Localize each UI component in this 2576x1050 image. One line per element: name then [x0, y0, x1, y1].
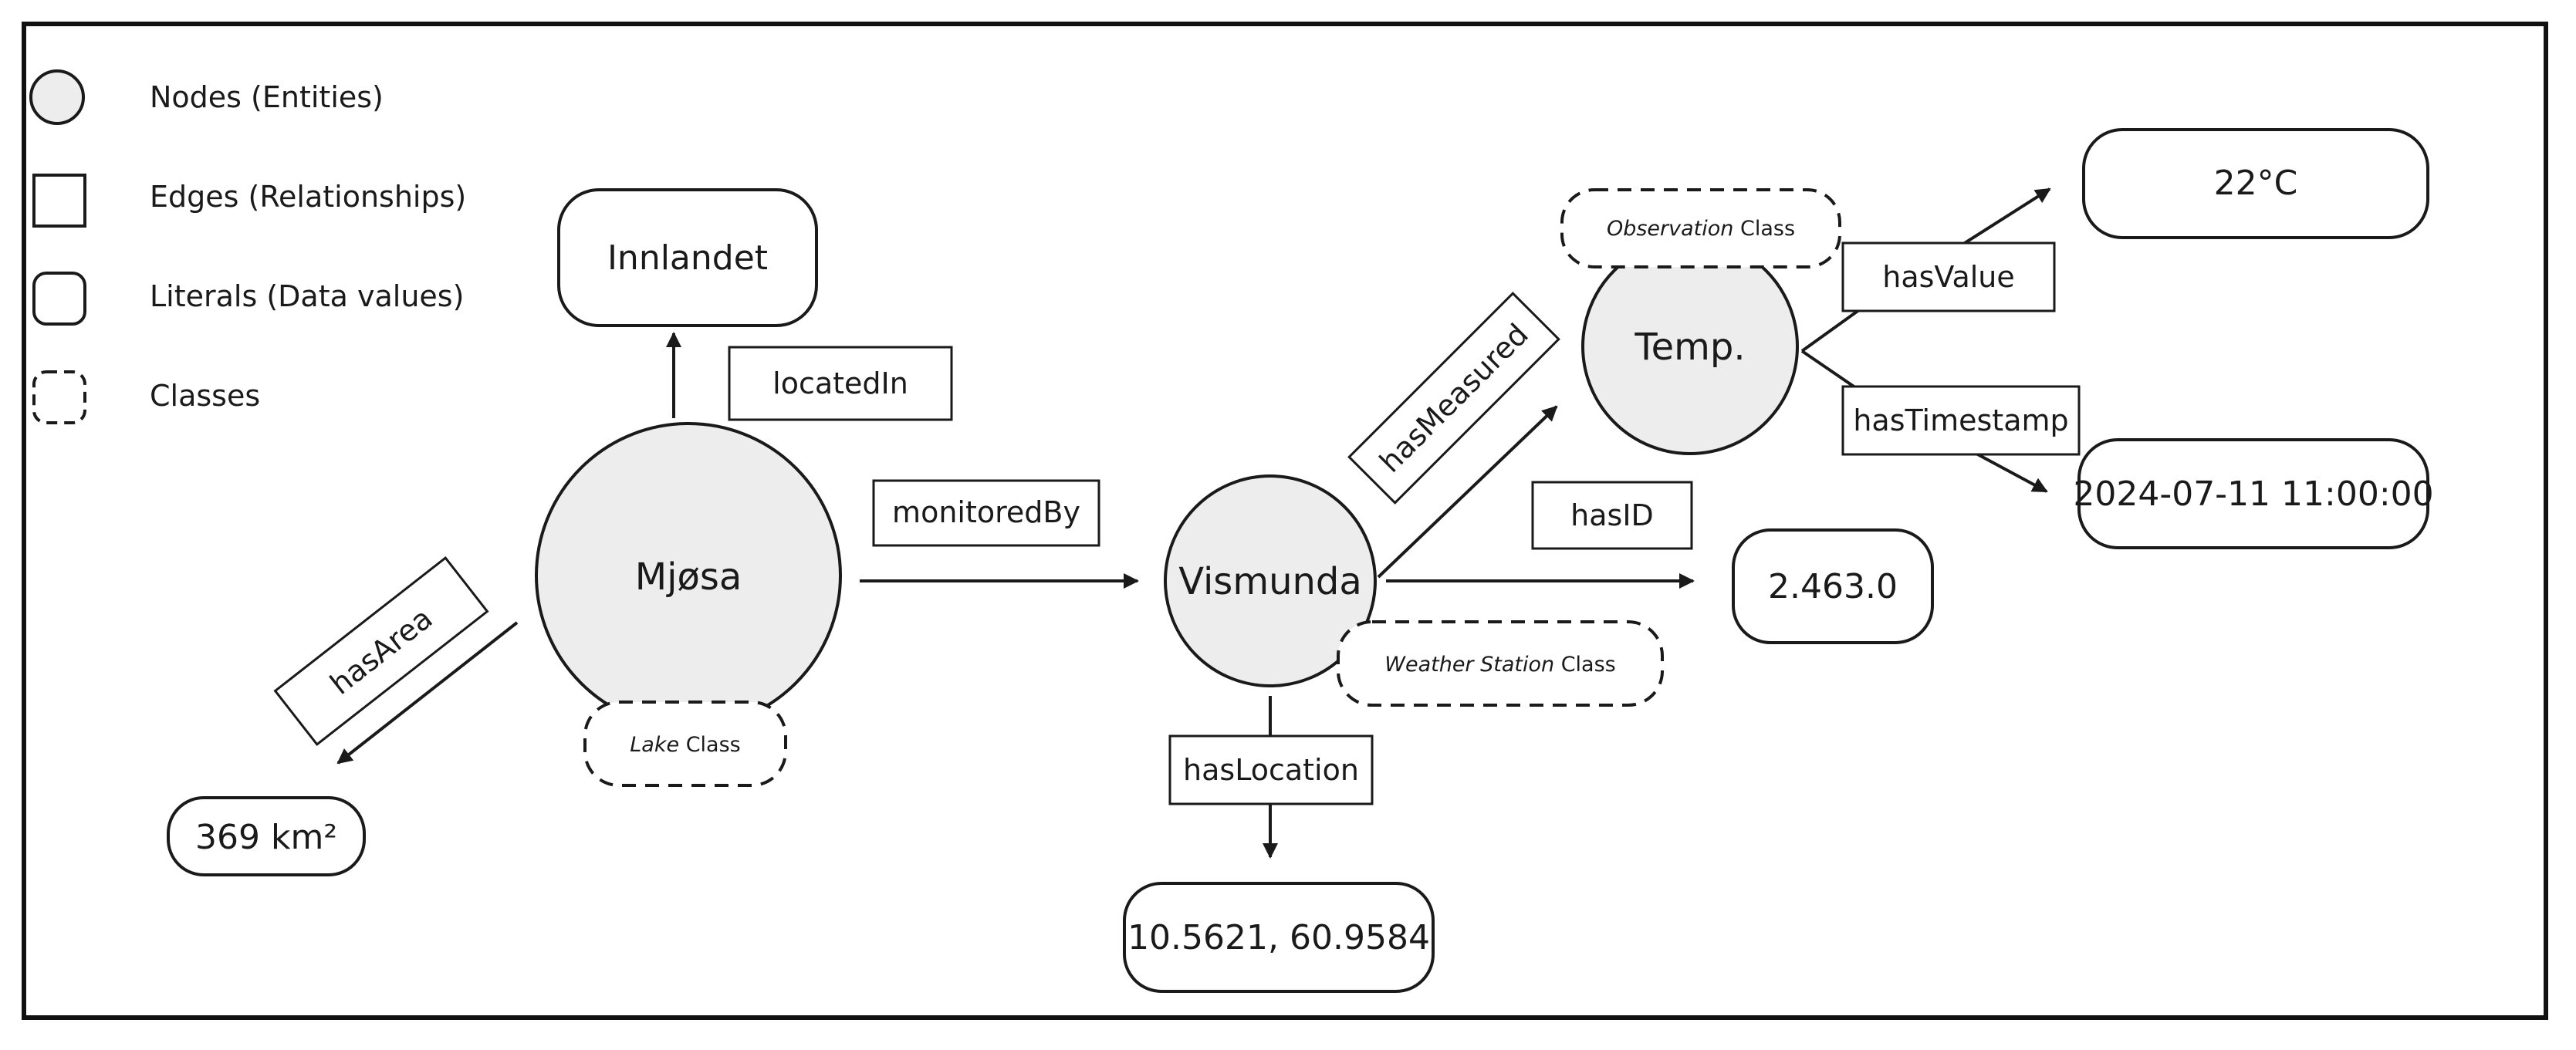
legend-classes-label: Classes [150, 379, 260, 413]
node-mjosa-label: Mjøsa [635, 555, 742, 599]
rel-has-value: hasValue [1841, 241, 2056, 312]
rel-monitored-by-label: monitoredBy [892, 495, 1080, 529]
rel-has-timestamp-label: hasTimestamp [1853, 403, 2068, 437]
literal-value-label: 22°C [2214, 164, 2298, 203]
rel-has-area-box [273, 556, 489, 746]
class-observation-rest: Class [1733, 217, 1795, 241]
legend-edges-label: Edges (Relationships) [150, 180, 466, 214]
rel-has-measured-box [1347, 292, 1560, 505]
rel-has-timestamp: hasTimestamp [1841, 385, 2081, 456]
node-vismunda-circle [1164, 474, 1377, 687]
legend-edge-swatch [32, 174, 86, 228]
rel-has-location-box [1168, 734, 1374, 805]
rel-has-id-box [1531, 481, 1693, 550]
rel-has-location-label: hasLocation [1183, 753, 1359, 787]
diagram-frame: Nodes (Entities) Edges (Relationships) L… [22, 22, 2548, 1020]
rel-located-in-label: locatedIn [772, 366, 908, 400]
literal-innlandet: Innlandet [557, 188, 818, 327]
literal-id-label: 2.463.0 [1768, 567, 1898, 606]
rel-has-value-box [1841, 241, 2056, 312]
literal-coordinates-box [1123, 882, 1435, 993]
literal-timestamp: 2024-07-11 11:00:00 [2073, 438, 2434, 549]
class-observation: Observation Class [1560, 188, 1841, 268]
class-weather-station-label: Weather Station Class [1384, 653, 1615, 677]
arrow-has-measured [1377, 405, 1558, 579]
node-vismunda-label: Vismunda [1178, 560, 1362, 603]
literal-id-box [1732, 528, 1934, 644]
arrow-has-area [336, 621, 519, 765]
legend-literal-swatch [32, 272, 86, 326]
node-vismunda: Vismunda [1164, 474, 1377, 687]
rel-located-in: locatedIn [728, 346, 953, 421]
class-lake-label: Lake Class [630, 733, 740, 757]
rel-monitored-by: monitoredBy [872, 479, 1100, 547]
rel-has-measured: hasMeasured [1347, 292, 1560, 505]
class-weather-station-italic: Weather Station [1384, 653, 1554, 677]
literal-area-label: 369 km² [195, 818, 337, 857]
literal-value: 22°C [2082, 128, 2429, 239]
rel-has-id: hasID [1531, 481, 1693, 550]
literal-innlandet-box [557, 188, 818, 327]
legend: Nodes (Entities) Edges (Relationships) L… [29, 69, 466, 424]
knowledge-graph-diagram: Nodes (Entities) Edges (Relationships) L… [29, 69, 2434, 993]
class-weather-station: Weather Station Class [1337, 620, 1664, 707]
literal-coordinates: 10.5621, 60.9584 [1123, 882, 1435, 993]
rel-has-area: hasArea [273, 556, 489, 746]
literal-area: 369 km² [167, 796, 366, 876]
literal-innlandet-label: Innlandet [607, 238, 768, 278]
class-observation-box [1560, 188, 1841, 268]
class-lake-box [583, 701, 787, 787]
node-temp: Temp. [1581, 238, 1799, 455]
literal-area-box [167, 796, 366, 876]
node-temp-label: Temp. [1634, 326, 1745, 369]
node-mjosa: Mjøsa [535, 422, 842, 729]
rel-monitored-by-box [872, 479, 1100, 547]
legend-nodes-label: Nodes (Entities) [150, 80, 384, 114]
legend-class-swatch [32, 370, 86, 424]
literal-id: 2.463.0 [1732, 528, 1934, 644]
rel-has-id-label: hasID [1570, 498, 1654, 532]
legend-node-swatch [29, 69, 85, 125]
class-lake-rest: Class [679, 733, 741, 757]
rel-has-location: hasLocation [1168, 734, 1374, 805]
literal-timestamp-box [2077, 438, 2429, 549]
rel-has-timestamp-box [1841, 385, 2081, 456]
class-observation-label: Observation Class [1607, 217, 1795, 241]
class-observation-italic: Observation [1607, 217, 1733, 241]
rel-located-in-box [728, 346, 953, 421]
rel-has-measured-label: hasMeasured [1373, 317, 1535, 479]
class-weather-station-rest: Class [1554, 653, 1616, 677]
class-lake: Lake Class [583, 701, 787, 787]
class-weather-station-box [1337, 620, 1664, 707]
literal-timestamp-label: 2024-07-11 11:00:00 [2073, 474, 2433, 514]
legend-literals-label: Literals (Data values) [150, 279, 464, 313]
literal-value-box [2082, 128, 2429, 239]
rel-has-value-label: hasValue [1882, 260, 2015, 294]
literal-coordinates-label: 10.5621, 60.9584 [1127, 918, 1430, 957]
class-lake-italic: Lake [630, 733, 679, 757]
